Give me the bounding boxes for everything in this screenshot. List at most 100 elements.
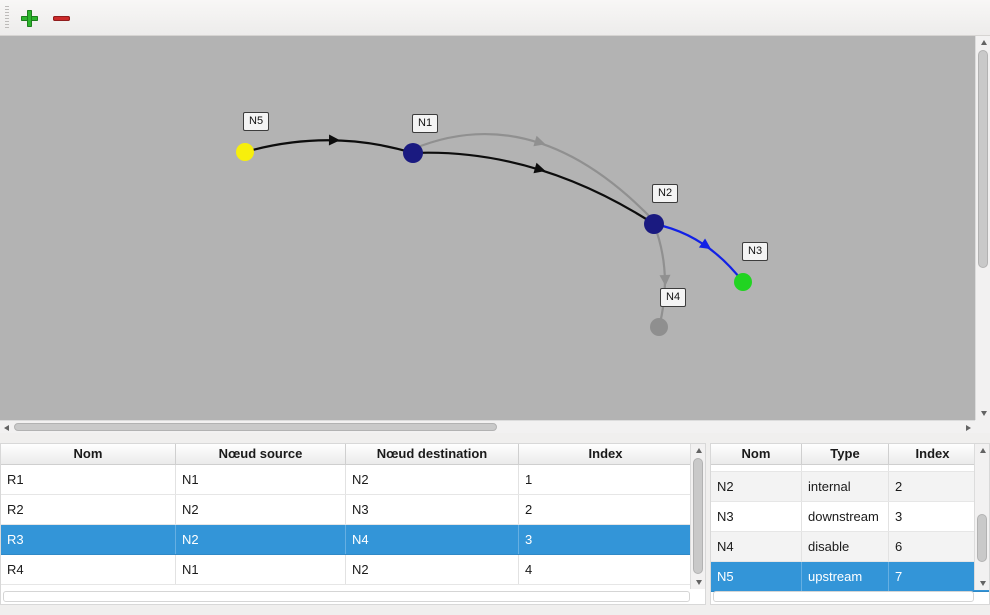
column-header-nom[interactable]: Nom (711, 444, 802, 464)
node-N1[interactable] (403, 143, 423, 163)
column-header-index[interactable]: Index (915, 446, 950, 461)
column-header-index[interactable]: Index (588, 446, 623, 461)
edge-N1-N2[interactable] (412, 132, 655, 222)
add-button[interactable] (15, 4, 43, 32)
cell-nom[interactable]: R4 (1, 555, 176, 584)
cell-destination[interactable]: N4 (346, 525, 519, 554)
cell-index[interactable]: 6 (895, 539, 903, 554)
routes-vscroll-thumb[interactable] (693, 458, 703, 574)
canvas-hscroll-thumb[interactable] (14, 423, 497, 431)
cell-source[interactable]: N2 (176, 525, 346, 554)
node-label-N3[interactable]: N3 (742, 242, 769, 262)
scroll-up-button[interactable] (975, 444, 990, 457)
cell-nom[interactable]: N3 (711, 502, 802, 531)
cell-destination[interactable]: N2 (346, 555, 519, 584)
cell-nom[interactable]: N4 (711, 532, 802, 561)
nodes-vscroll-thumb[interactable] (977, 514, 987, 562)
cell-type[interactable]: disable (802, 532, 889, 561)
cell-type[interactable]: internal (802, 472, 889, 501)
nodes-horizontal-scrollbar[interactable] (713, 591, 974, 602)
cell-source[interactable]: N1 (176, 465, 346, 494)
node-label-N4[interactable]: N4 (660, 288, 687, 308)
scroll-down-button[interactable] (976, 407, 990, 420)
scrollbar-corner (975, 420, 990, 433)
cell-destination[interactable]: N3 (346, 495, 519, 524)
column-header-type[interactable]: Type (802, 444, 889, 464)
cell-index[interactable]: 1 (525, 472, 533, 487)
cell-index[interactable]: 2 (895, 479, 903, 494)
scroll-up-button[interactable] (691, 444, 706, 457)
cell-index[interactable]: 3 (525, 532, 533, 547)
remove-button[interactable] (47, 4, 75, 32)
edge-arrow-icon (698, 238, 712, 250)
arrow-left-icon (4, 424, 9, 431)
nodes-vertical-scrollbar[interactable] (974, 444, 989, 590)
routes-table: Nom Nœud source Nœud destination Index R… (0, 443, 706, 605)
scroll-right-button[interactable] (962, 421, 975, 434)
arrow-down-icon (979, 581, 986, 586)
arrow-down-icon (980, 411, 987, 416)
cell-nom[interactable]: N5 (711, 562, 802, 591)
cell-source[interactable]: N1 (176, 555, 346, 584)
cell-destination[interactable]: N2 (346, 465, 519, 494)
graph-svg (236, 132, 752, 336)
plus-icon (20, 9, 38, 27)
node-label-N5[interactable]: N5 (243, 112, 270, 132)
node-N5[interactable] (236, 143, 254, 161)
nodes-table-header: Nom Type Index (711, 444, 989, 465)
scroll-down-button[interactable] (975, 577, 990, 590)
cell-index[interactable]: 3 (895, 509, 903, 524)
cell-source[interactable]: N2 (176, 495, 346, 524)
cell-nom[interactable]: R2 (1, 495, 176, 524)
column-header-nom[interactable]: Nom (1, 444, 176, 464)
cell-index[interactable]: 2 (525, 502, 533, 517)
edge-N1-N2[interactable] (412, 151, 655, 225)
cell-nom[interactable]: N2 (711, 472, 802, 501)
partially-scrolled-row[interactable] (711, 465, 989, 472)
edge-arrow-icon (328, 134, 340, 146)
routes-vertical-scrollbar[interactable] (690, 444, 705, 589)
scroll-up-button[interactable] (976, 36, 990, 49)
scroll-left-button[interactable] (0, 421, 13, 434)
arrow-up-icon (980, 40, 987, 45)
scroll-down-button[interactable] (691, 576, 706, 589)
arrow-right-icon (966, 424, 971, 431)
toolbar-gripper (5, 6, 9, 30)
cell-nom[interactable]: R3 (1, 525, 176, 554)
canvas-vscroll-thumb[interactable] (978, 50, 988, 268)
edge-arrow-icon (659, 274, 671, 286)
node-N4[interactable] (650, 318, 668, 336)
toolbar (0, 0, 990, 36)
node-label-N1[interactable]: N1 (412, 114, 439, 134)
cell-type[interactable]: upstream (802, 562, 889, 591)
cell (889, 465, 976, 471)
edge-N2-N4[interactable] (652, 223, 667, 328)
node-label-N2[interactable]: N2 (652, 184, 679, 204)
cell-type[interactable]: downstream (802, 502, 889, 531)
canvas-horizontal-scrollbar[interactable] (0, 420, 975, 433)
edge-N2-N3[interactable] (653, 222, 744, 283)
cell-index[interactable]: 7 (895, 569, 903, 584)
node-N3[interactable] (734, 273, 752, 291)
node-N2[interactable] (644, 214, 664, 234)
routes-horizontal-scrollbar[interactable] (3, 591, 690, 602)
canvas-vertical-scrollbar[interactable] (975, 36, 990, 420)
column-header-destination[interactable]: Nœud destination (346, 444, 519, 464)
cell (802, 465, 889, 471)
arrow-up-icon (979, 448, 986, 453)
column-header-source[interactable]: Nœud source (176, 444, 346, 464)
cell-index[interactable]: 4 (525, 562, 533, 577)
cell-nom[interactable]: R1 (1, 465, 176, 494)
minus-icon (52, 15, 70, 21)
